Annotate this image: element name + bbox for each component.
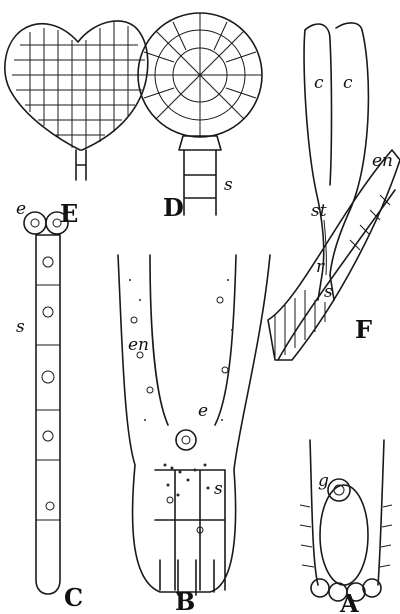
panel-c-drawing — [24, 212, 68, 594]
panel-b-drawing — [118, 255, 270, 595]
panel-d-label-s: s — [224, 175, 233, 195]
panel-label-f: F — [355, 315, 372, 344]
panel-f-label-en: en — [372, 151, 393, 171]
panel-b-label-en: en — [128, 335, 149, 355]
panel-c-label-s: s — [16, 317, 25, 337]
panel-label-d: D — [163, 193, 184, 222]
panel-e-drawing — [5, 21, 148, 180]
panel-d-drawing — [138, 13, 262, 215]
panel-f-label-c2: c — [343, 73, 353, 93]
panel-label-a: A — [339, 589, 359, 614]
panel-label-b: B — [175, 587, 195, 614]
panel-f-label-c1: c — [314, 73, 324, 93]
panel-f-label-s: s — [324, 282, 333, 302]
panel-label-c: C — [64, 583, 83, 612]
panel-b-label-e: e — [198, 401, 208, 421]
panel-b-label-s: s — [214, 479, 223, 499]
panel-f-label-st: st — [311, 201, 327, 221]
panel-a-label-g: g — [318, 471, 329, 491]
panel-f-drawing — [268, 23, 400, 360]
panel-a-drawing — [300, 440, 392, 601]
panel-c-label-e: e — [16, 199, 26, 219]
panel-f-label-r: r — [316, 257, 325, 277]
